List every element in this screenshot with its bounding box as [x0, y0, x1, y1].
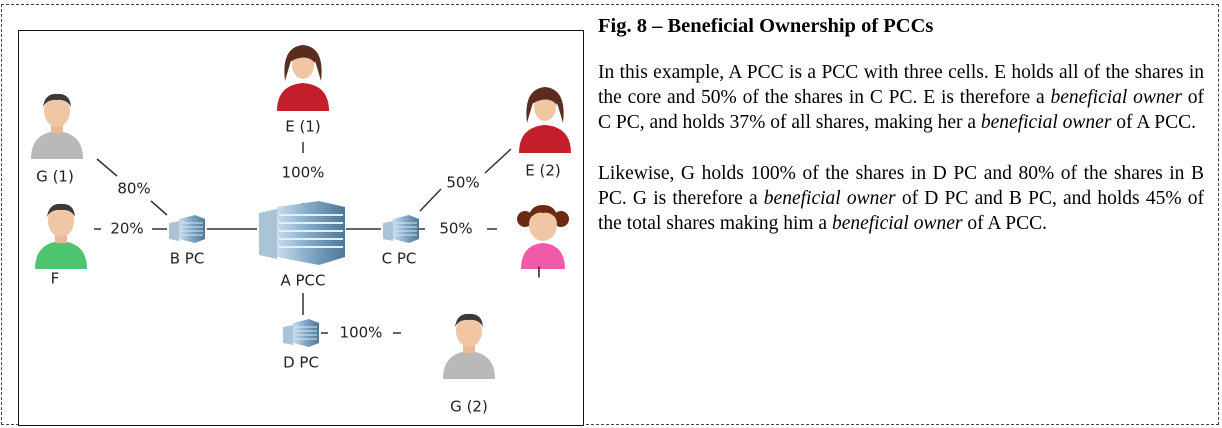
node-label-bpc: B PC	[169, 249, 205, 268]
node-label-cpc: C PC	[381, 249, 417, 268]
paragraph-1-text-c: of A PCC.	[1111, 112, 1196, 133]
edge-label-e1-apcc: 100%	[281, 163, 325, 182]
edge-label-g2-dpc: 100%	[339, 323, 383, 342]
paragraph-2: Likewise, G holds 100% of the shares in …	[598, 161, 1204, 236]
diagram-canvas	[31, 45, 571, 379]
node-label-g2: G (2)	[450, 397, 488, 416]
person-g2-icon	[443, 313, 495, 379]
edge-label-e2-cpc: 50%	[446, 173, 480, 192]
paragraph-2-text-a: Likewise, G holds 100% of the shares in …	[598, 163, 1204, 209]
person-e2-icon	[519, 87, 571, 153]
building-apcc-icon	[259, 201, 345, 265]
connector-lines	[94, 142, 512, 334]
paragraph-2-emphasis-a: beneficial owner	[763, 188, 896, 209]
building-bpc-icon	[168, 215, 206, 244]
paragraph-1-emphasis-a: beneficial owner	[1050, 87, 1182, 108]
paragraph-2-text-c: of A PCC.	[962, 213, 1048, 234]
ownership-diagram: G (1) E (1) E (2) F I G (2) B PC A PCC C…	[18, 30, 584, 426]
figure-title: Fig. 8 – Beneficial Ownership of PCCs	[598, 15, 934, 37]
edge-label-g1-bpc: 80%	[117, 179, 151, 198]
paragraph-1-text-a: In this example, A PCC is a PCC with thr…	[598, 62, 1204, 108]
node-label-e1: E (1)	[285, 117, 321, 136]
building-cpc-icon	[382, 215, 420, 244]
paragraph-1-text-b: of C PC, and holds 37% of all shares, ma…	[598, 87, 1204, 133]
paragraph-2-emphasis-b: beneficial owner	[831, 213, 963, 234]
edge-label-i-cpc: 50%	[439, 219, 473, 238]
person-i-icon	[517, 205, 569, 269]
paragraph-1-emphasis-b: beneficial owner	[980, 112, 1112, 133]
person-e1-icon	[277, 45, 329, 111]
node-label-dpc: D PC	[283, 353, 319, 372]
person-g1-icon	[31, 93, 83, 159]
edge-label-f-bpc: 20%	[110, 219, 144, 238]
paragraph-1: In this example, A PCC is a PCC with thr…	[598, 60, 1204, 135]
page-frame	[1, 4, 1219, 425]
paragraph-2-text-b: of D PC and B PC, and holds 45% of the t…	[598, 188, 1204, 234]
building-dpc-icon	[282, 319, 320, 348]
node-label-f: F	[50, 269, 60, 288]
figure-text-column: Fig. 8 – Beneficial Ownership of PCCs In…	[598, 14, 1204, 262]
person-f-icon	[35, 203, 87, 269]
node-label-i: I	[536, 263, 542, 282]
node-label-e2: E (2)	[525, 161, 561, 180]
node-label-g1: G (1)	[36, 167, 74, 186]
node-label-apcc: A PCC	[280, 271, 326, 290]
